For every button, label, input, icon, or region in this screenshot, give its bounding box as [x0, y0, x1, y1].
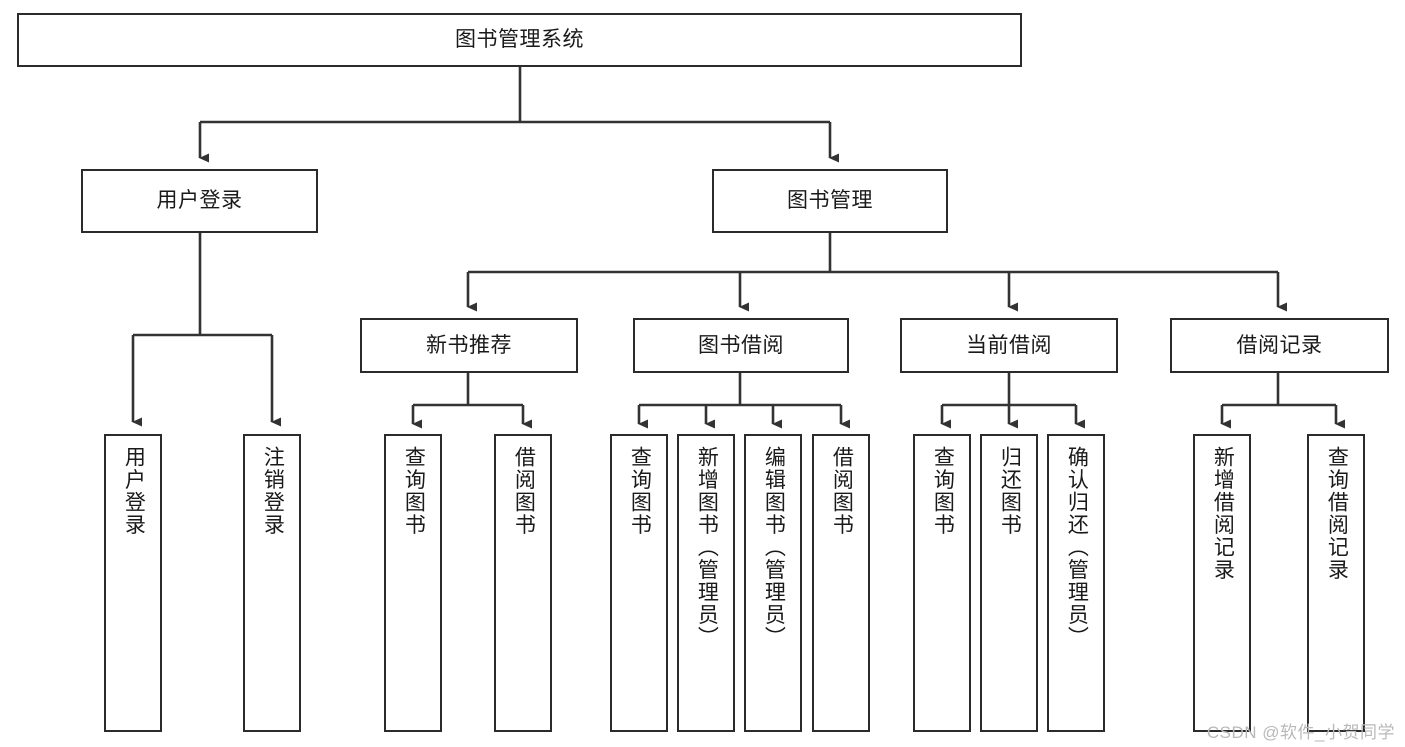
- node-root-system[interactable]: 图书管理系统: [17, 13, 1022, 67]
- node-label: 图书管理系统: [455, 28, 584, 52]
- leaf-query-book-3[interactable]: 查询图书: [913, 434, 971, 732]
- leaf-query-book-2[interactable]: 查询图书: [610, 434, 668, 732]
- leaf-borrow-book-2[interactable]: 借阅图书: [812, 434, 870, 732]
- node-label: 编辑图书（管理员）: [762, 446, 786, 649]
- node-label: 查询图书: [402, 446, 426, 536]
- node-label: 借阅记录: [1236, 333, 1323, 357]
- node-label: 查询图书: [628, 446, 652, 536]
- node-borrow-record[interactable]: 借阅记录: [1170, 318, 1389, 373]
- leaf-logout[interactable]: 注销登录: [243, 434, 301, 732]
- node-label: 查询借阅记录: [1325, 446, 1349, 581]
- node-label: 当前借阅: [966, 333, 1052, 357]
- leaf-add-book[interactable]: 新增图书（管理员）: [677, 434, 735, 732]
- node-label: 确认归还（管理员）: [1065, 446, 1089, 649]
- node-label: 新增图书（管理员）: [695, 446, 719, 649]
- node-label: 图书管理: [787, 189, 873, 213]
- leaf-query-book-1[interactable]: 查询图书: [384, 434, 442, 732]
- leaf-query-record[interactable]: 查询借阅记录: [1307, 434, 1365, 732]
- node-user-login[interactable]: 用户登录: [81, 169, 318, 233]
- node-label: 图书借阅: [698, 333, 784, 357]
- node-label: 查询图书: [931, 446, 955, 536]
- leaf-user-login[interactable]: 用户登录: [104, 434, 162, 732]
- node-book-borrow[interactable]: 图书借阅: [633, 318, 849, 373]
- node-label: 新增借阅记录: [1211, 446, 1235, 581]
- node-label: 用户登录: [122, 446, 146, 536]
- node-current-borrow[interactable]: 当前借阅: [900, 318, 1118, 373]
- leaf-confirm-return[interactable]: 确认归还（管理员）: [1047, 434, 1105, 732]
- node-new-book-rec[interactable]: 新书推荐: [360, 318, 578, 373]
- leaf-add-record[interactable]: 新增借阅记录: [1193, 434, 1251, 732]
- leaf-edit-book[interactable]: 编辑图书（管理员）: [744, 434, 802, 732]
- node-label: 归还图书: [998, 446, 1022, 536]
- leaf-return-book[interactable]: 归还图书: [980, 434, 1038, 732]
- node-label: 借阅图书: [512, 446, 536, 536]
- node-book-manage[interactable]: 图书管理: [712, 169, 948, 233]
- node-label: 新书推荐: [426, 333, 512, 357]
- leaf-borrow-book-1[interactable]: 借阅图书: [494, 434, 552, 732]
- node-label: 注销登录: [261, 446, 285, 536]
- node-label: 用户登录: [156, 189, 243, 213]
- node-label: 借阅图书: [830, 446, 854, 536]
